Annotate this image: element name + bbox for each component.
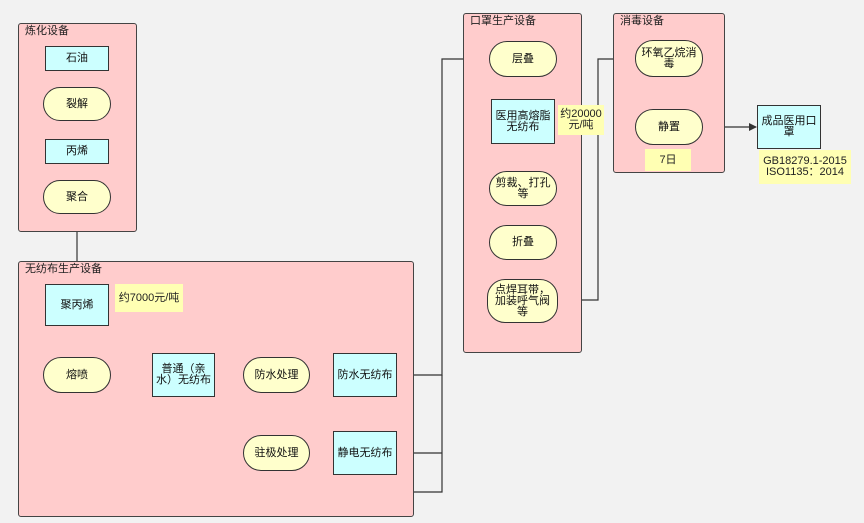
node-electret-treatment[interactable]: 驻极处理 xyxy=(243,435,310,471)
node-finished-mask[interactable]: 成品医用口罩 xyxy=(757,105,821,149)
group-title-mask: 口罩生产设备 xyxy=(470,15,536,27)
node-layering[interactable]: 层叠 xyxy=(489,41,557,77)
group-disinfect: 消毒设备 xyxy=(613,13,725,173)
node-eo-disinfection[interactable]: 环氧乙烷消毒 xyxy=(635,40,703,77)
node-waterproof-nonwoven[interactable]: 防水无纺布 xyxy=(333,353,397,397)
node-cracking[interactable]: 裂解 xyxy=(43,87,111,121)
group-title-refining: 炼化设备 xyxy=(25,25,69,37)
node-welding-ear-straps[interactable]: 点焊耳带，加装呼气阀等 xyxy=(487,279,558,323)
node-folding[interactable]: 折叠 xyxy=(489,225,557,260)
node-medical-meltblown[interactable]: 医用高熔脂无纺布 xyxy=(491,99,555,144)
node-electrostatic-nonwoven[interactable]: 静电无纺布 xyxy=(333,431,397,475)
node-resting[interactable]: 静置 xyxy=(635,109,703,145)
note-rest-days: 7日 xyxy=(645,149,691,171)
note-medical-price: 约20000元/吨 xyxy=(558,105,604,135)
node-waterproof-treatment[interactable]: 防水处理 xyxy=(243,357,310,393)
note-pp-price: 约7000元/吨 xyxy=(115,284,183,312)
node-polypropylene[interactable]: 聚丙烯 xyxy=(45,284,109,326)
group-title-disinfect: 消毒设备 xyxy=(620,15,664,27)
node-petroleum[interactable]: 石油 xyxy=(45,46,109,71)
node-polymerization[interactable]: 聚合 xyxy=(43,180,111,214)
node-ordinary-nonwoven[interactable]: 普通（亲水）无纺布 xyxy=(152,353,215,397)
node-meltblown[interactable]: 熔喷 xyxy=(43,357,111,393)
node-cutting-punching[interactable]: 剪裁、打孔等 xyxy=(489,171,557,206)
group-title-nonwoven: 无纺布生产设备 xyxy=(25,263,102,275)
node-propylene[interactable]: 丙烯 xyxy=(45,139,109,164)
note-standards: GB18279.1-2015 ISO1135：2014 xyxy=(759,150,851,184)
